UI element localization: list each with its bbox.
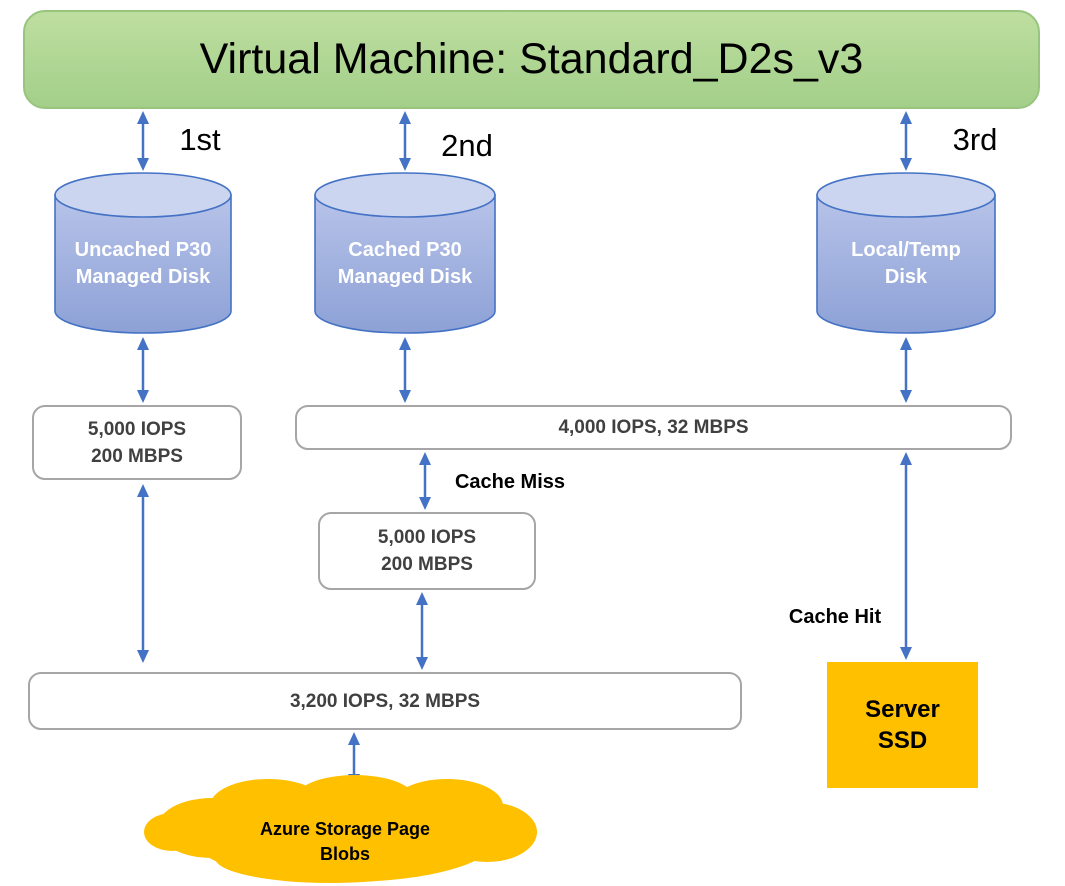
uncached-disk-limit-box: 5,000 IOPS 200 MBPS — [32, 405, 242, 480]
cache-hit-label: Cache Hit — [788, 606, 882, 628]
vm-header: Virtual Machine: Standard_D2s_v3 — [23, 10, 1040, 109]
arrow-vm-to-uncached-disk — [137, 111, 149, 171]
order-label-3rd: 3rd — [952, 122, 998, 157]
cache-miss-label: Cache Miss — [454, 471, 566, 493]
arrow-vm-to-cached-disk — [399, 111, 411, 171]
cached-disk-label-line1: Cached P30 — [348, 239, 462, 261]
arrow-vm-to-local-disk — [900, 111, 912, 171]
vm-uncached-limit-label: 3,200 IOPS, 32 MBPS — [289, 690, 481, 712]
uncached-disk-label: Uncached P30 Managed Disk — [55, 237, 231, 291]
server-ssd-line1: Server — [865, 696, 940, 723]
cached-local-limit-label: 4,000 IOPS, 32 MBPS — [558, 417, 749, 438]
vm-uncached-limit-box: 3,200 IOPS, 32 MBPS — [28, 672, 742, 730]
arrow-uncached-disk-to-limit-box — [137, 337, 149, 403]
arrow-cache-miss-limit-to-vm-limit — [416, 592, 428, 670]
uncached-disk-label-line2: Managed Disk — [75, 266, 211, 288]
arrow-uncached-limit-to-vm-limit — [137, 484, 149, 663]
arrow-local-disk-to-limit-box — [900, 337, 912, 403]
uncached-limit-line2: 200 MBPS — [91, 445, 183, 467]
local-temp-disk-label-line1: Local/Temp — [851, 239, 961, 261]
uncached-disk-label-line1: Uncached P30 — [74, 239, 212, 261]
uncached-limit-line1: 5,000 IOPS — [87, 418, 187, 440]
cache-miss-limit-line2: 200 MBPS — [381, 554, 473, 575]
server-ssd-line2: SSD — [877, 727, 928, 754]
cached-local-limit-box: 4,000 IOPS, 32 MBPS — [295, 405, 1012, 450]
order-label-2nd: 2nd — [441, 128, 493, 163]
azure-storage-cloud-label: Azure Storage Page Blobs — [240, 817, 450, 867]
cache-miss-limit-line1: 5,000 IOPS — [377, 527, 477, 548]
arrow-cached-disk-to-limit-box — [399, 337, 411, 403]
cache-miss-disk-limit-box: 5,000 IOPS 200 MBPS — [318, 512, 536, 590]
arrow-cache-hit — [900, 452, 912, 660]
local-temp-disk-label: Local/Temp Disk — [818, 237, 994, 291]
local-temp-disk-cylinder — [816, 172, 996, 334]
cached-disk-label-line2: Managed Disk — [337, 266, 473, 288]
local-temp-disk-label-line2: Disk — [884, 266, 928, 288]
cloud-label-line2: Blobs — [319, 844, 370, 864]
arrow-cache-miss — [419, 452, 431, 510]
vm-title: Virtual Machine: Standard_D2s_v3 — [199, 35, 864, 83]
cached-disk-label: Cached P30 Managed Disk — [317, 237, 493, 291]
order-label-1st: 1st — [179, 122, 221, 157]
uncached-disk-cylinder — [54, 172, 232, 334]
server-ssd-box: Server SSD — [827, 662, 978, 788]
cloud-label-line1: Azure Storage Page — [259, 819, 431, 839]
cached-disk-cylinder — [314, 172, 496, 334]
azure-storage-cloud — [144, 775, 537, 883]
